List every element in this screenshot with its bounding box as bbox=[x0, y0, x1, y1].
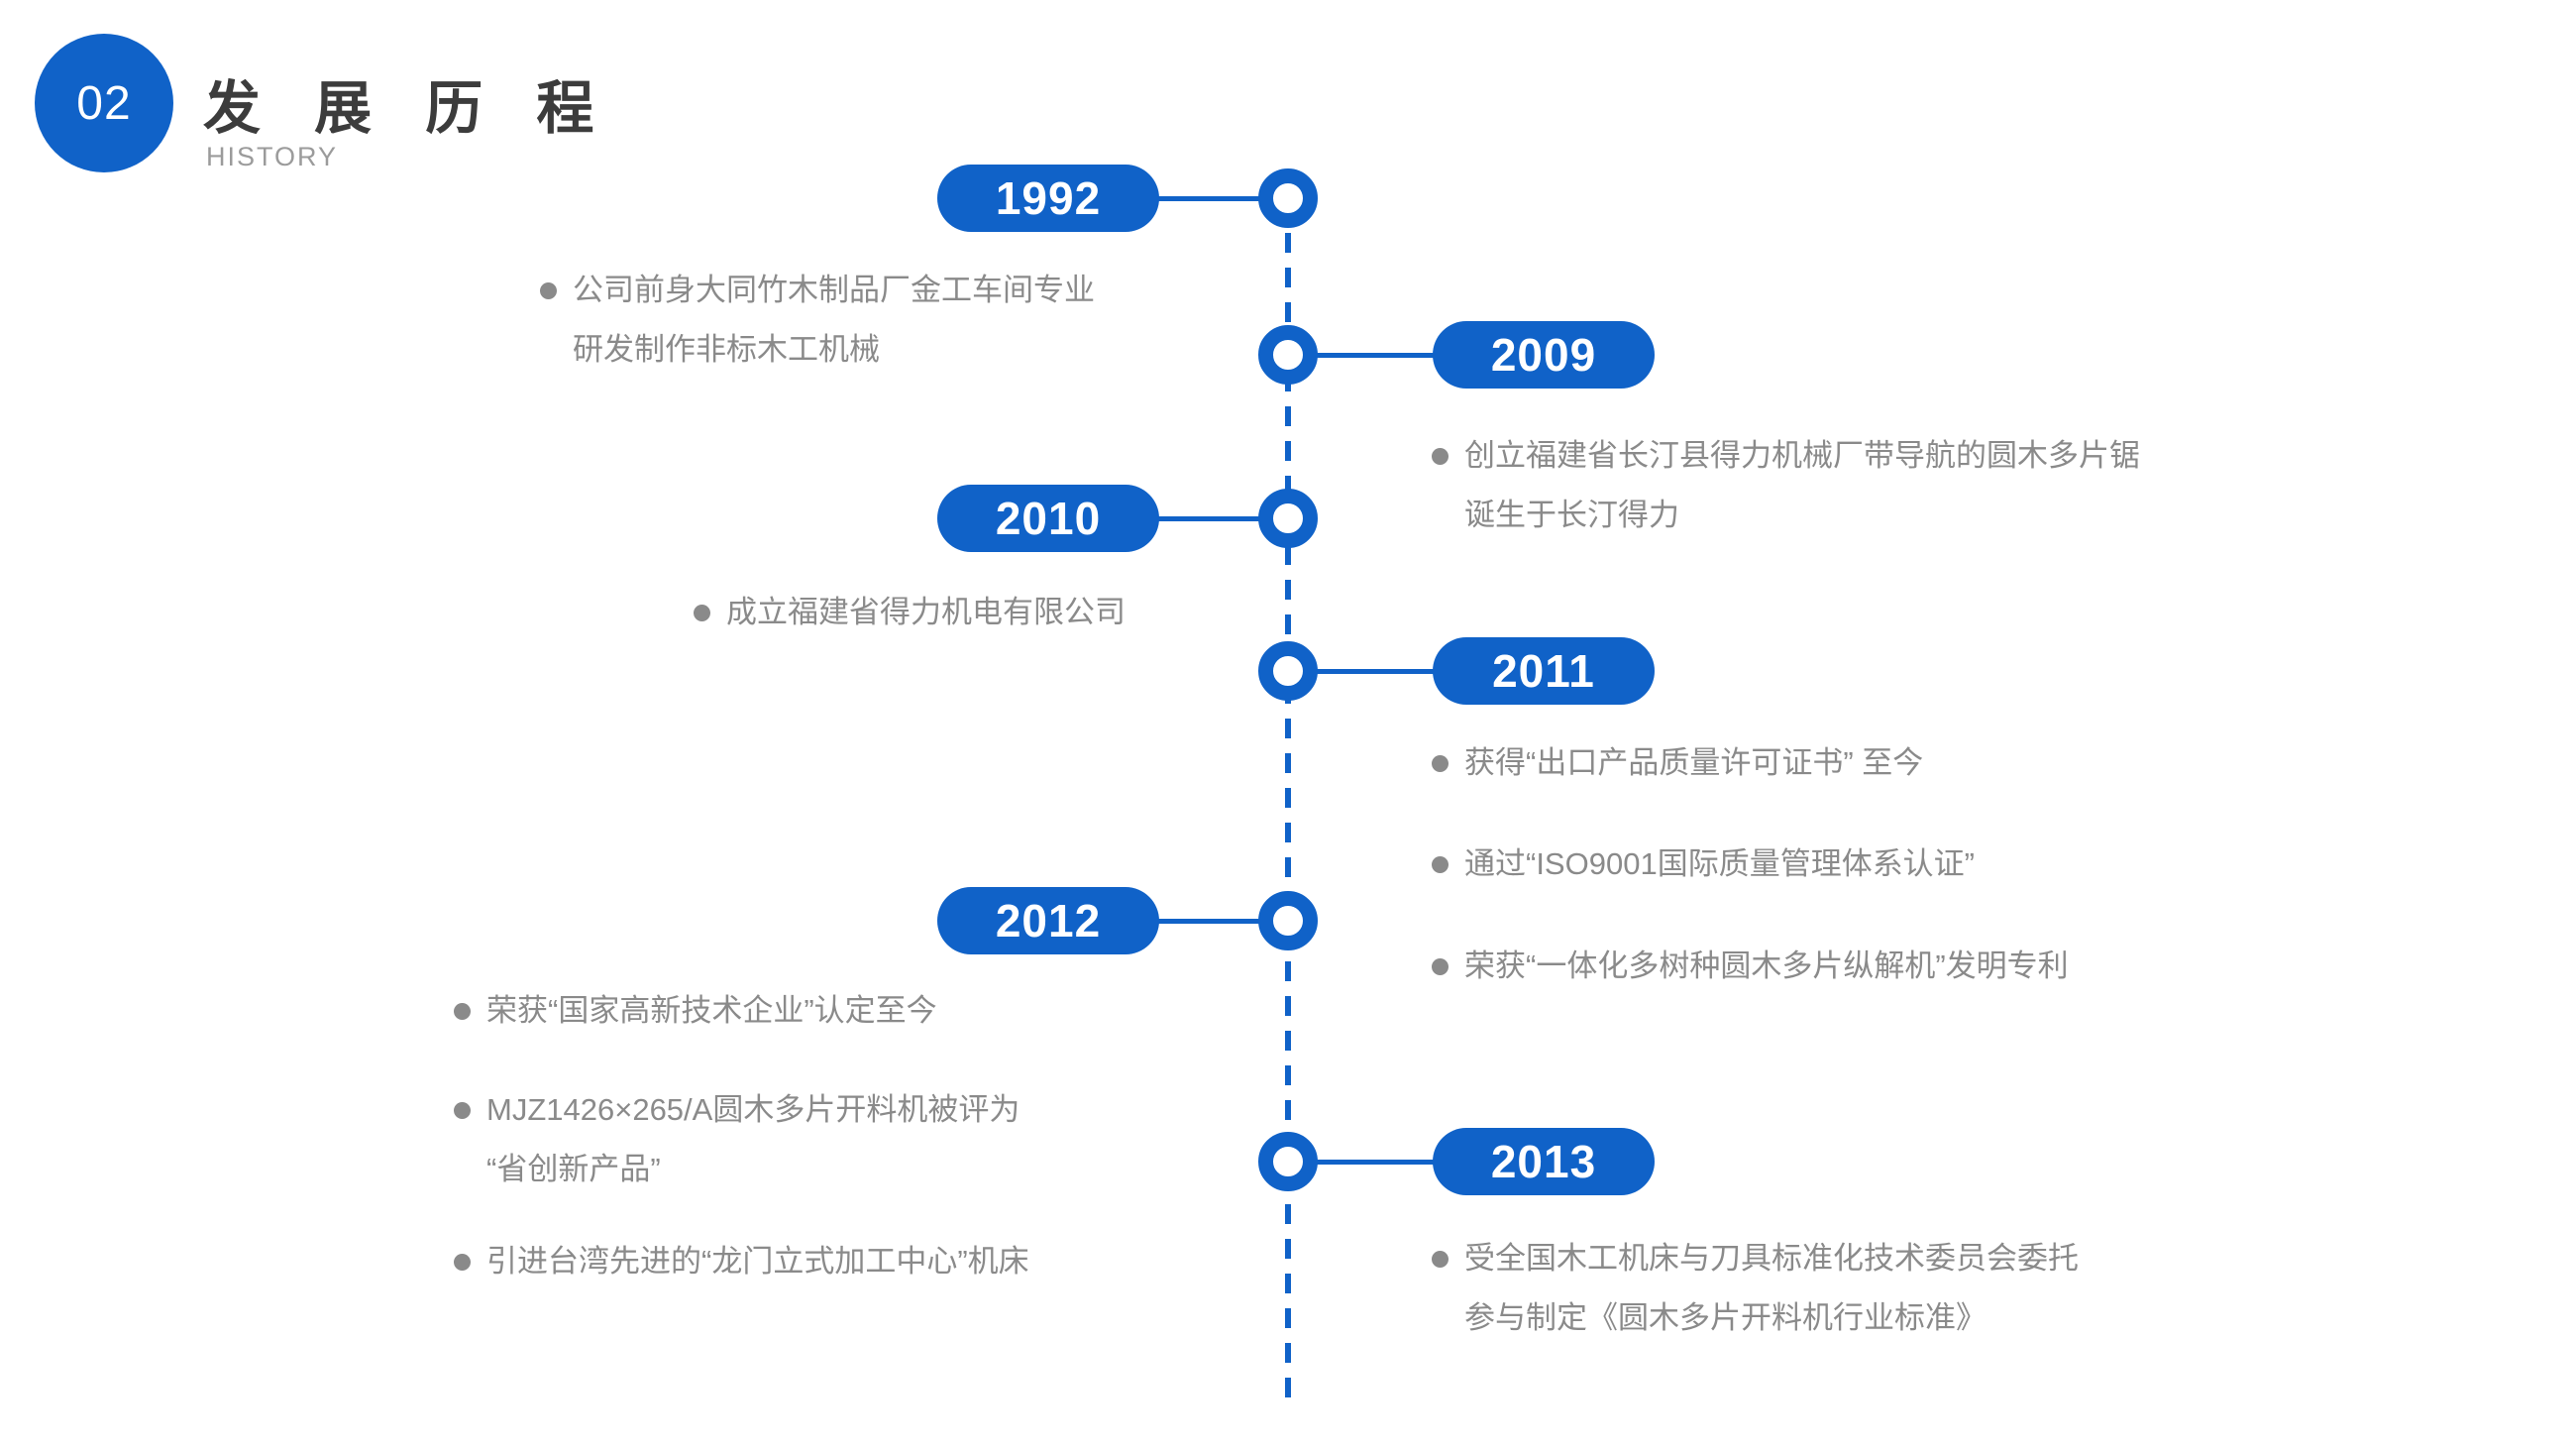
event-line: 研发制作非标木工机械 bbox=[573, 332, 880, 367]
connector-2011 bbox=[1288, 669, 1437, 674]
event-line: 诞生于长汀得力 bbox=[1464, 498, 1679, 532]
event-line: 公司前身大同竹木制品厂金工车间专业 bbox=[573, 273, 1095, 307]
event-text-2012-3: 引进台湾先进的“龙门立式加工中心”机床 bbox=[454, 1232, 1029, 1291]
event-line: 成立福建省得力机电有限公司 bbox=[726, 595, 1126, 629]
connector-2009 bbox=[1288, 353, 1437, 358]
year-label: 1992 bbox=[995, 172, 1102, 224]
bullet-dot bbox=[1432, 1251, 1449, 1268]
connector-2010 bbox=[1149, 516, 1288, 521]
event-line: 获得“出口产品质量许可证书” 至今 bbox=[1464, 745, 1924, 780]
timeline-node-2012 bbox=[1258, 891, 1318, 950]
event-line: 通过“ISO9001国际质量管理体系认证” bbox=[1464, 846, 1976, 881]
event-text-2010: 成立福建省得力机电有限公司 bbox=[694, 583, 1126, 642]
page-title: 发 展 历 程 bbox=[203, 76, 613, 141]
bullet-dot bbox=[1432, 856, 1449, 873]
event-text-2009: 创立福建省长汀县得力机械厂带导航的圆木多片锯 诞生于长汀得力 bbox=[1432, 426, 2140, 545]
bullet-dot bbox=[1432, 448, 1449, 465]
connector-1992 bbox=[1149, 196, 1288, 201]
timeline-node-2013 bbox=[1258, 1132, 1318, 1191]
event-line: 受全国木工机床与刀具标准化技术委员会委托 bbox=[1464, 1241, 2079, 1276]
year-label: 2011 bbox=[1492, 645, 1595, 697]
section-number: 02 bbox=[76, 76, 132, 130]
bullet-dot bbox=[1432, 958, 1449, 975]
event-line: 荣获“一体化多树种圆木多片纵解机”发明专利 bbox=[1464, 948, 2069, 983]
timeline-node-2009 bbox=[1258, 325, 1318, 385]
year-pill-2013: 2013 bbox=[1433, 1128, 1655, 1195]
year-label: 2009 bbox=[1490, 329, 1597, 381]
event-text-2011-3: 荣获“一体化多树种圆木多片纵解机”发明专利 bbox=[1432, 937, 2069, 996]
year-label: 2010 bbox=[995, 493, 1102, 544]
bullet-dot bbox=[454, 1254, 471, 1271]
year-label: 2013 bbox=[1490, 1136, 1597, 1187]
year-pill-2012: 2012 bbox=[937, 887, 1159, 954]
event-text-2011-2: 通过“ISO9001国际质量管理体系认证” bbox=[1432, 835, 1975, 894]
year-pill-1992: 1992 bbox=[937, 165, 1159, 232]
event-line: 创立福建省长汀县得力机械厂带导航的圆木多片锯 bbox=[1464, 438, 2140, 473]
event-line: 引进台湾先进的“龙门立式加工中心”机床 bbox=[486, 1244, 1029, 1279]
event-text-2011-1: 获得“出口产品质量许可证书” 至今 bbox=[1432, 733, 1923, 793]
bullet-dot bbox=[694, 605, 710, 621]
year-label: 2012 bbox=[995, 895, 1102, 947]
year-pill-2009: 2009 bbox=[1433, 321, 1655, 389]
connector-2013 bbox=[1288, 1160, 1437, 1165]
timeline-node-2011 bbox=[1258, 641, 1318, 701]
event-text-2012-1: 荣获“国家高新技术企业”认定至今 bbox=[454, 981, 937, 1041]
year-pill-2011: 2011 bbox=[1433, 637, 1655, 705]
event-line: 荣获“国家高新技术企业”认定至今 bbox=[486, 993, 937, 1028]
bullet-dot bbox=[1432, 755, 1449, 772]
timeline-node-2010 bbox=[1258, 489, 1318, 548]
page-subtitle: HISTORY bbox=[206, 142, 339, 171]
event-text-2013: 受全国木工机床与刀具标准化技术委员会委托 参与制定《圆木多片开料机行业标准》 bbox=[1432, 1229, 2079, 1348]
bullet-dot bbox=[454, 1003, 471, 1020]
event-text-1992: 公司前身大同竹木制品厂金工车间专业 研发制作非标木工机械 bbox=[540, 261, 1095, 380]
bullet-dot bbox=[540, 282, 557, 299]
bullet-dot bbox=[454, 1102, 471, 1119]
section-number-badge: 02 bbox=[35, 34, 173, 172]
timeline-axis bbox=[1285, 198, 1291, 1399]
year-pill-2010: 2010 bbox=[937, 485, 1159, 552]
event-line: 参与制定《圆木多片开料机行业标准》 bbox=[1464, 1300, 1986, 1335]
event-line: “省创新产品” bbox=[486, 1152, 661, 1186]
connector-2012 bbox=[1149, 919, 1288, 924]
timeline-node-1992 bbox=[1258, 168, 1318, 228]
event-line: MJZ1426×265/A圆木多片开料机被评为 bbox=[486, 1092, 1020, 1127]
event-text-2012-2: MJZ1426×265/A圆木多片开料机被评为 “省创新产品” bbox=[454, 1080, 1020, 1199]
